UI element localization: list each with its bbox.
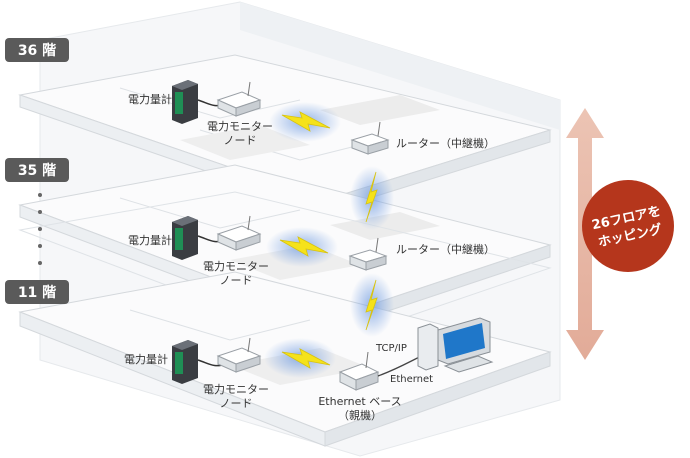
ethernet-label: Ethernet: [390, 374, 433, 385]
meter-icon-35: [172, 216, 227, 260]
meter-icon-11: [172, 340, 227, 384]
node-label-11-line2: ノード: [220, 397, 253, 410]
node-icon-35: [216, 215, 262, 251]
base-label-line2: （親機）: [338, 408, 382, 422]
bolt-35-horizontal: [279, 236, 329, 257]
svg-text:11 階: 11 階: [18, 284, 56, 301]
node-icon-11: [216, 337, 262, 373]
base-label-line1: Ethernet ベース: [318, 395, 401, 408]
bolt-36-horizontal: [281, 111, 331, 132]
base-icon: [338, 351, 431, 391]
floor-tag-11: 11 階: [5, 280, 69, 304]
bolt-35-vertical: [365, 279, 378, 331]
router-icon-36: [350, 121, 390, 155]
pc-icon: [417, 317, 494, 373]
floor-tag-35: 35 階: [5, 158, 69, 182]
svg-text:36 階: 36 階: [18, 42, 56, 59]
node-icon-36: [216, 81, 262, 117]
router-icon-35: [348, 237, 388, 271]
meter-label-11: 電力量計: [124, 352, 168, 366]
node-label-36-line1: 電力モニター: [207, 120, 273, 133]
floor-ellipsis-dots: [38, 193, 42, 265]
bolt-11-horizontal: [281, 348, 331, 369]
router-label-35: ルーター（中継機）: [396, 242, 495, 256]
router-label-36: ルーター（中継機）: [396, 136, 495, 150]
node-label-35-line2: ノード: [220, 274, 253, 287]
svg-text:35 階: 35 階: [18, 162, 56, 179]
node-label-36-line2: ノード: [224, 134, 257, 147]
bolt-36-vertical: [365, 171, 378, 223]
floor-tag-36: 36 階: [5, 38, 69, 62]
meter-label-35: 電力量計: [128, 233, 172, 247]
tcpip-label: TCP/IP: [375, 343, 407, 354]
lightning-bolts: [279, 111, 378, 369]
meter-label-36: 電力量計: [128, 92, 172, 106]
hopping-badge: 26フロアを ホッピング: [582, 180, 674, 272]
node-label-11-line1: 電力モニター: [203, 383, 269, 396]
node-label-35-line1: 電力モニター: [203, 260, 269, 273]
